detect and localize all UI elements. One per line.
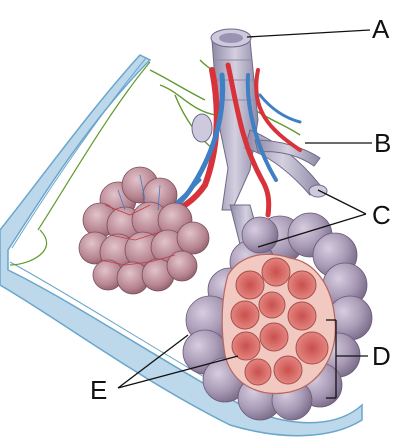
label-d: D <box>372 341 391 371</box>
label-b: B <box>374 128 392 158</box>
label-a: A <box>372 14 390 44</box>
alveoli-cross-section <box>221 253 336 394</box>
leader-lines <box>117 29 372 399</box>
label-e: E <box>90 375 108 405</box>
capillary-alveolar-sac <box>78 166 210 295</box>
label-c: C <box>372 200 391 230</box>
